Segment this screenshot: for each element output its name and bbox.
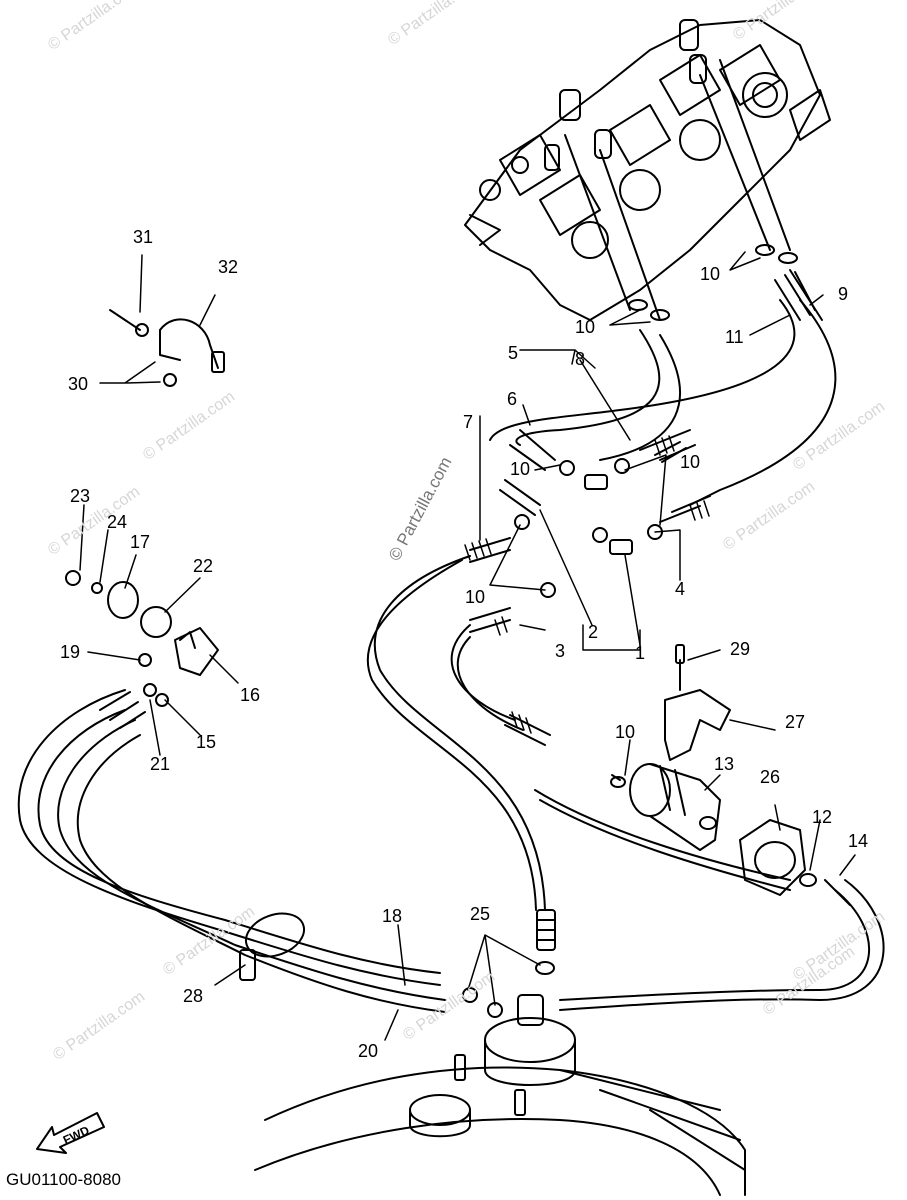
fwd-label: FWD	[61, 1123, 92, 1147]
fuel-tank	[254, 994, 746, 1196]
callout-16: 16	[240, 685, 261, 705]
callout-3: 3	[555, 641, 566, 661]
callout-10-right: 10	[680, 452, 701, 472]
callout-9: 9	[838, 284, 849, 304]
callout-23: 23	[70, 486, 91, 506]
clamp-12	[799, 873, 851, 906]
callout-11: 11	[725, 327, 744, 347]
clip-assembly	[109, 309, 225, 387]
callout-29: 29	[730, 639, 751, 659]
callout-17: 17	[130, 532, 151, 552]
callout-26: 26	[760, 767, 781, 787]
fitting-cluster	[499, 429, 711, 598]
callout-14: 14	[848, 831, 869, 851]
filter-bracket	[664, 644, 731, 761]
callout-32: 32	[218, 257, 239, 277]
fwd-arrow-icon: FWD	[32, 1105, 112, 1160]
filter-holder	[739, 819, 806, 896]
callout-7: 7	[463, 412, 474, 432]
diagram-code: GU01100-8080	[6, 1170, 121, 1189]
callout-10-filter: 10	[615, 722, 636, 742]
callout-4: 4	[675, 579, 686, 599]
carburetor-assembly	[464, 19, 831, 321]
callout-1: 1	[635, 643, 646, 663]
callout-12: 12	[812, 807, 833, 827]
callout-28: 28	[183, 986, 204, 1006]
callout-8: 8	[575, 349, 586, 369]
leader-lines	[79, 251, 856, 1041]
callout-24: 24	[107, 512, 128, 532]
callout-31: 31	[133, 227, 154, 247]
hose-band	[239, 912, 306, 981]
callout-10-left: 10	[465, 587, 486, 607]
callout-22: 22	[193, 556, 214, 576]
callout-27: 27	[785, 712, 806, 732]
callout-18: 18	[382, 906, 403, 926]
fuel-hoses	[366, 537, 556, 951]
callout-21: 21	[150, 754, 171, 774]
callout-6: 6	[507, 389, 518, 409]
tank-hoses	[17, 689, 446, 1013]
callout-19: 19	[60, 642, 81, 662]
callout-2: 2	[588, 622, 599, 642]
return-hose	[534, 789, 885, 1011]
callout-20: 20	[358, 1041, 379, 1061]
fuel-filter	[610, 763, 721, 851]
hose-springs	[464, 435, 710, 734]
carb-clamps	[628, 244, 823, 321]
callout-10-carb-right: 10	[700, 264, 721, 284]
callout-30: 30	[68, 374, 89, 394]
callout-10-carb-left: 10	[575, 317, 596, 337]
callout-15: 15	[196, 732, 217, 752]
callout-5: 5	[508, 343, 519, 363]
callout-25: 25	[470, 904, 491, 924]
tank-clamps	[462, 961, 555, 1018]
callout-10-center: 10	[510, 459, 531, 479]
carb-hoses	[489, 59, 837, 506]
fuel-cock	[65, 570, 219, 707]
callout-13: 13	[714, 754, 735, 774]
